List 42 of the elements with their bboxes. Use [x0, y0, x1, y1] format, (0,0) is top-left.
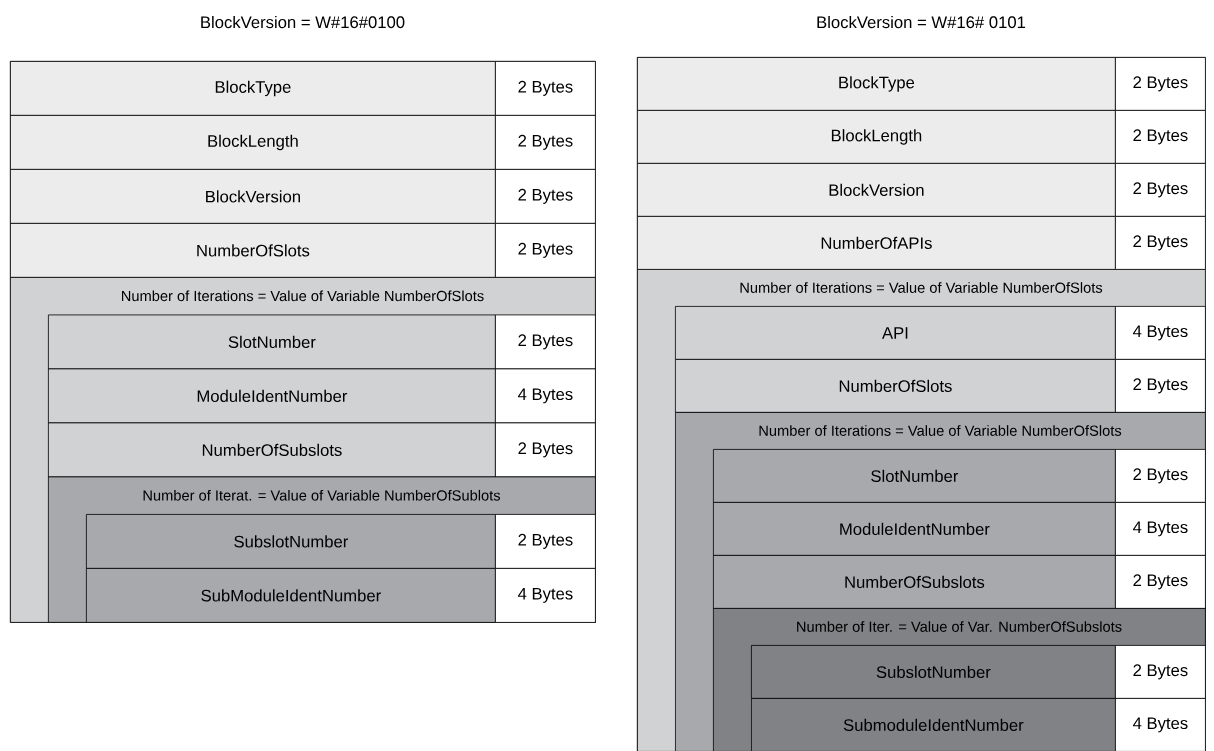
size-cell: 2 Bytes: [1115, 163, 1206, 217]
field-cell: NumberOfSlots: [10, 223, 496, 278]
size-cell: 2 Bytes: [1115, 449, 1206, 503]
field-cell: NumberOfSubslots: [48, 422, 496, 478]
field-cell: NumberOfSlots: [675, 359, 1116, 413]
field-cell: NumberOfSubslots: [713, 555, 1116, 609]
field-cell: BlockVersion: [10, 169, 496, 224]
size-cell: 2 Bytes: [495, 314, 596, 370]
size-cell: 4 Bytes: [495, 368, 596, 424]
size-cell: 4 Bytes: [1115, 502, 1206, 556]
size-cell: 2 Bytes: [1115, 359, 1206, 413]
size-cell: 2 Bytes: [495, 61, 596, 116]
field-cell: SlotNumber: [713, 449, 1116, 503]
size-cell: 2 Bytes: [495, 514, 596, 569]
size-cell: 2 Bytes: [1115, 216, 1206, 270]
table-title: BlockVersion = W#16# 0101: [817, 15, 1026, 29]
field-cell: BlockLength: [10, 115, 496, 170]
size-cell: 4 Bytes: [495, 568, 596, 623]
size-cell: 2 Bytes: [1115, 555, 1206, 609]
field-cell: SubModuleIdentNumber: [86, 568, 496, 623]
size-cell: 2 Bytes: [1115, 645, 1206, 699]
field-cell: ModuleIdentNumber: [713, 502, 1116, 556]
field-cell: SubslotNumber: [751, 645, 1116, 699]
field-cell: BlockType: [637, 57, 1116, 111]
size-cell: 2 Bytes: [1115, 110, 1206, 164]
size-cell: 2 Bytes: [495, 115, 596, 170]
field-cell: SlotNumber: [48, 314, 496, 370]
size-cell: 4 Bytes: [1115, 698, 1206, 751]
field-cell: SubmoduleIdentNumber: [751, 698, 1116, 751]
field-cell: BlockType: [10, 61, 496, 116]
size-cell: 2 Bytes: [495, 422, 596, 478]
size-cell: 2 Bytes: [495, 169, 596, 224]
size-cell: 4 Bytes: [1115, 306, 1206, 360]
field-cell: SubslotNumber: [86, 514, 496, 569]
field-cell: NumberOfAPIs: [637, 216, 1116, 270]
field-cell: ModuleIdentNumber: [48, 368, 496, 424]
field-cell: BlockLength: [637, 110, 1116, 164]
size-cell: 2 Bytes: [1115, 57, 1206, 111]
size-cell: 2 Bytes: [495, 223, 596, 278]
field-cell: BlockVersion: [637, 163, 1116, 217]
table-title: BlockVersion = W#16#0100: [201, 15, 405, 29]
field-cell: API: [675, 306, 1116, 360]
